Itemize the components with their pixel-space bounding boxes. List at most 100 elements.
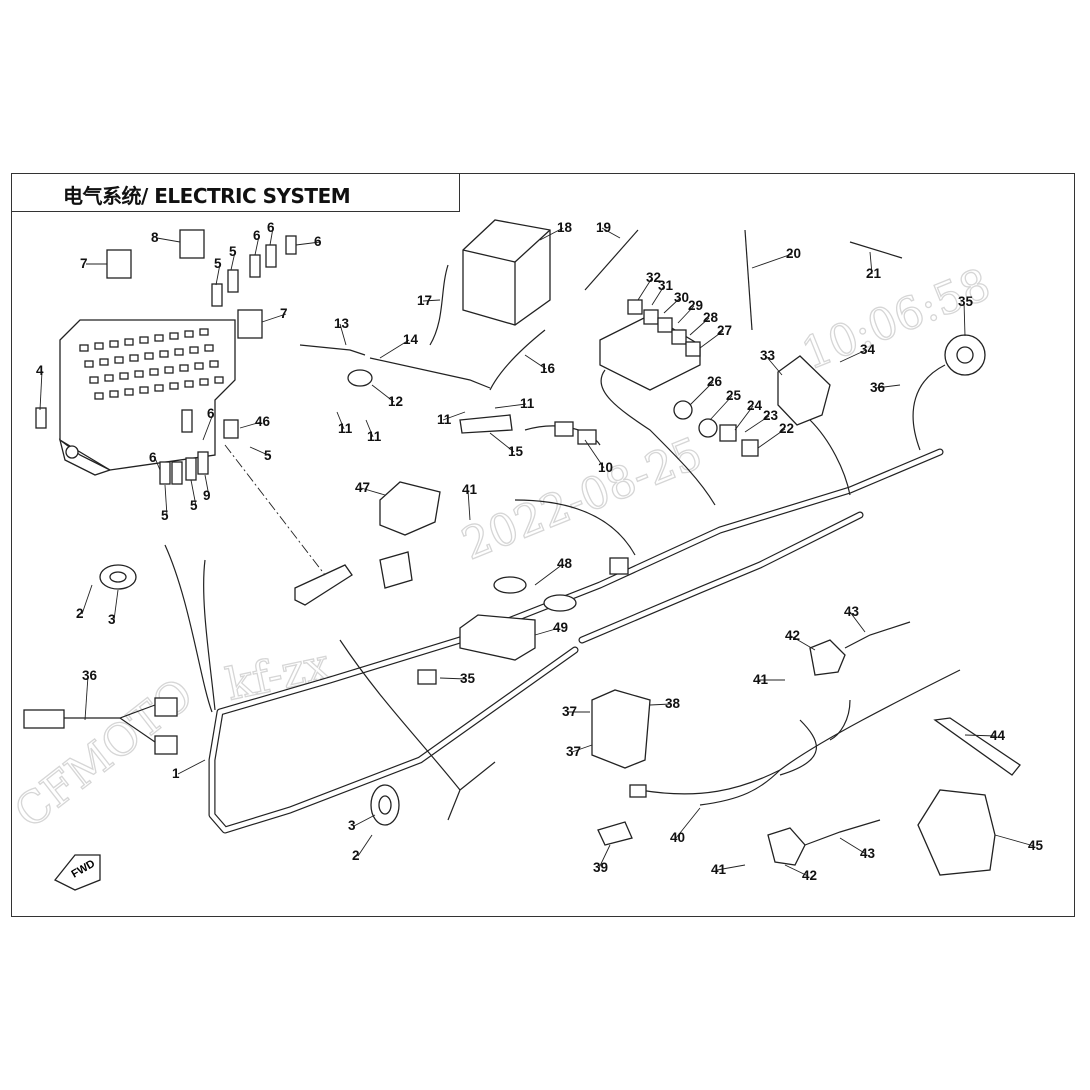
callout-12: 12 (388, 394, 403, 409)
leader-39 (598, 844, 611, 869)
leader-27 (699, 330, 724, 349)
leader-36 (84, 675, 89, 721)
main-harness (164, 448, 944, 834)
leader-49 (534, 627, 560, 636)
callout-43: 43 (844, 604, 860, 619)
callout-43: 43 (860, 846, 876, 861)
callout-2: 2 (76, 606, 84, 621)
leader-5 (190, 479, 197, 507)
fuse-slot (139, 386, 149, 394)
callout-35: 35 (958, 294, 974, 309)
leader-2 (357, 834, 373, 857)
fuse-slot (89, 376, 99, 384)
callout-11: 11 (520, 396, 535, 411)
leader-40 (675, 807, 701, 839)
callout-21: 21 (866, 266, 882, 281)
callout-7: 7 (280, 306, 288, 321)
fuse-block (224, 444, 353, 606)
callout-3: 3 (108, 612, 116, 627)
leader-9 (204, 474, 210, 497)
callout-2: 2 (352, 848, 360, 863)
callout-44: 44 (990, 728, 1006, 743)
fuse-slot (204, 344, 214, 352)
leader-32 (637, 277, 653, 301)
callout-16: 16 (540, 361, 556, 376)
leader-37 (571, 744, 593, 753)
page-title: 电气系统/ ELECTRIC SYSTEM (63, 184, 351, 208)
callout-5: 5 (229, 244, 237, 259)
leader-4 (39, 370, 43, 411)
cable-tie-20 (744, 229, 753, 331)
leader-5 (164, 484, 168, 517)
leader-28 (689, 317, 710, 336)
fuses-upper (211, 235, 297, 307)
callout-6: 6 (207, 406, 215, 421)
fuse-slot (194, 362, 204, 370)
leader-33 (765, 355, 783, 376)
fuse-slot (189, 346, 199, 354)
leader-43 (839, 837, 867, 855)
leader-11 (494, 403, 527, 409)
leader-38 (649, 703, 672, 706)
battery (462, 219, 551, 326)
leader-25 (709, 395, 733, 421)
sensor-42-lower (767, 819, 881, 866)
callout-40: 40 (670, 830, 685, 845)
leader-10 (584, 439, 605, 469)
connectors-top (599, 299, 759, 506)
leader-2 (81, 584, 93, 615)
callout-15: 15 (508, 444, 524, 459)
callout-28: 28 (703, 310, 719, 325)
callout-35: 35 (460, 671, 476, 686)
callout-45: 45 (1028, 838, 1044, 853)
callout-11: 11 (338, 421, 353, 436)
callout-20: 20 (786, 246, 801, 261)
callout-22: 22 (779, 421, 794, 436)
diagram-frame (11, 173, 1075, 917)
leader-20 (751, 253, 793, 269)
leader-6 (154, 457, 161, 471)
fuse-slot (199, 328, 209, 336)
fwd-arrow: FWD (53, 854, 101, 891)
leader-13 (339, 323, 347, 346)
leader-31 (651, 285, 665, 306)
callout-11: 11 (437, 412, 452, 427)
leader-47 (360, 487, 386, 496)
leader-6 (202, 413, 214, 441)
fuse-slot (99, 358, 109, 366)
callout-26: 26 (707, 374, 723, 389)
leader-7 (261, 313, 287, 323)
regulator (777, 355, 851, 496)
fuse-slot (114, 356, 124, 364)
fuse-slot (184, 380, 194, 388)
callout-7: 7 (80, 256, 88, 271)
callout-47: 47 (355, 480, 370, 495)
title-box (11, 173, 460, 212)
leader-35 (439, 677, 467, 680)
callout-8: 8 (151, 230, 159, 245)
leader-44 (964, 734, 997, 737)
bracket-44 (933, 717, 1021, 776)
callout-32: 32 (646, 270, 661, 285)
leader-43 (849, 611, 866, 633)
leader-42 (784, 864, 809, 877)
fuse-slot (84, 360, 94, 368)
leader-11 (365, 419, 374, 438)
callout-34: 34 (860, 342, 876, 357)
callout-19: 19 (596, 220, 611, 235)
fuse-slot (164, 366, 174, 374)
fuse-slot (119, 372, 129, 380)
leader-6 (269, 227, 274, 246)
leader-17 (422, 299, 441, 302)
leader-6 (254, 235, 260, 256)
fuse-slot (109, 340, 119, 348)
callout-31: 31 (658, 278, 674, 293)
battery-cables (299, 229, 639, 434)
callout-labels: 1223345555566666778910111111111213141516… (36, 220, 1044, 883)
clamps (493, 576, 577, 612)
fuse-slot (214, 376, 224, 384)
leader-18 (539, 227, 564, 241)
leader-19 (601, 227, 621, 239)
callout-29: 29 (688, 298, 703, 313)
